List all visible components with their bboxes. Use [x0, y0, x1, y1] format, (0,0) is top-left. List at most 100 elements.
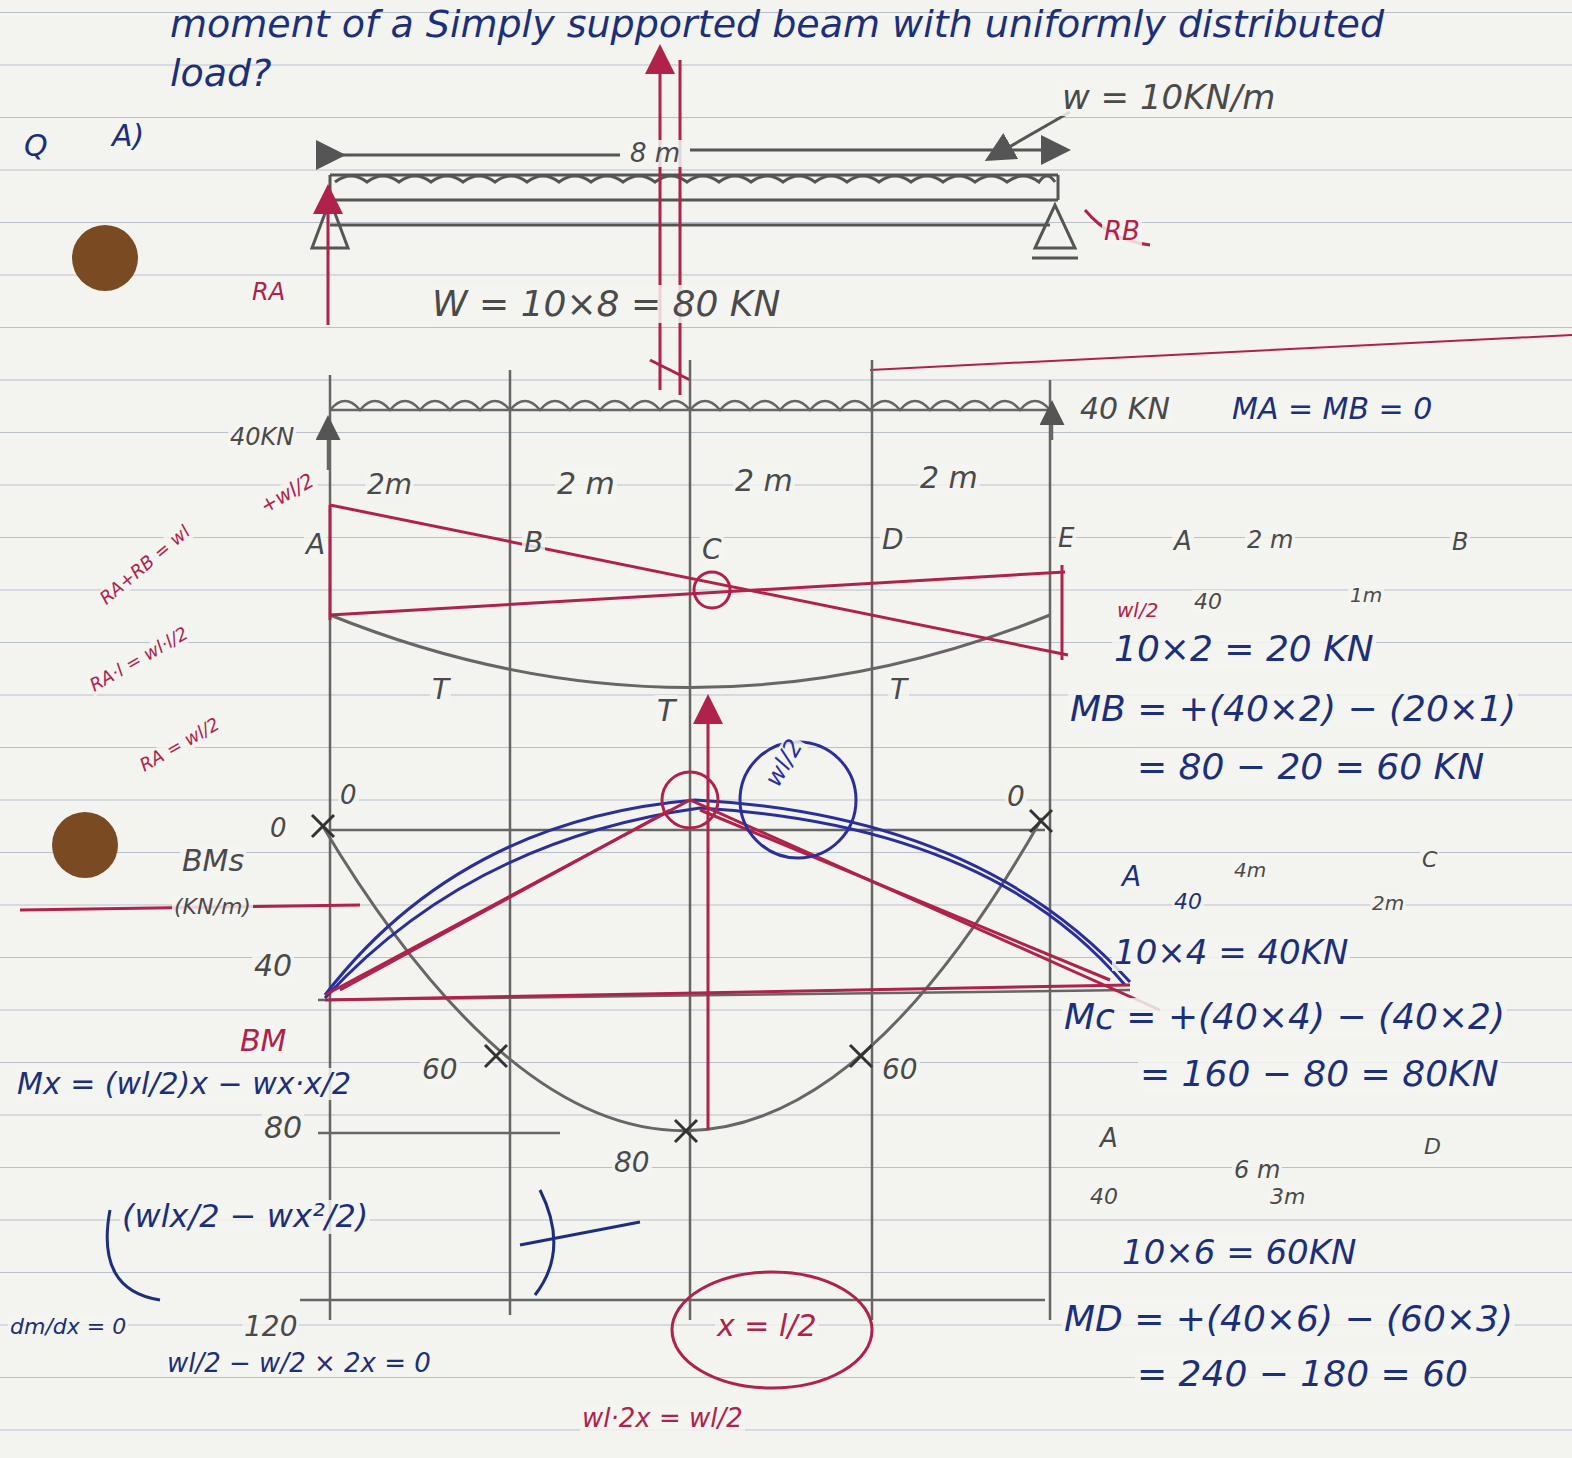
handwritten-note: 40: [1192, 590, 1224, 613]
handwritten-note: 10×6 = 60KN: [1120, 1235, 1358, 1271]
sketch-stroke: [327, 420, 330, 470]
sketch-stroke: [650, 360, 690, 380]
sketch-stroke: [689, 360, 692, 1320]
handwritten-note: 120: [242, 1312, 299, 1341]
sketch-stroke: [330, 401, 1050, 410]
span-dimension: 8 m: [628, 140, 682, 167]
handwritten-note: C: [1420, 848, 1439, 871]
handwritten-note: 80: [612, 1148, 652, 1177]
handwritten-note: C: [700, 535, 724, 564]
handwritten-note: Mc = +(40×4) − (40×2): [1062, 998, 1507, 1036]
handwritten-note: wl·2x = wl/2: [580, 1405, 745, 1432]
handwritten-note: wl/2 − w/2 × 2x = 0: [165, 1350, 433, 1377]
load-intensity: w = 10KN/m: [1060, 80, 1277, 116]
handwritten-note: 40: [1088, 1185, 1120, 1208]
sketch-stroke: [509, 370, 512, 1315]
bending-moment-diagram: [20, 700, 1160, 1388]
sketch-stroke: [1057, 175, 1060, 200]
sketch-stroke: [1049, 380, 1052, 1320]
handwritten-note: E: [1056, 525, 1076, 552]
handwritten-note: 1m: [1348, 585, 1384, 606]
handwritten-note: = 160 − 80 = 80KN: [1138, 1055, 1501, 1093]
sketch-stroke: [327, 190, 330, 325]
punch-hole: [52, 812, 118, 878]
handwritten-note: 0: [1005, 782, 1027, 811]
beam-sketch: [312, 112, 1078, 258]
sketch-stroke: [329, 505, 332, 620]
sketch-stroke: [662, 772, 718, 828]
sketch-stroke: [330, 572, 1065, 615]
handwritten-note: 60: [880, 1055, 920, 1084]
sketch-stroke: [1035, 205, 1075, 248]
handwritten-note: D: [1422, 1135, 1443, 1158]
handwritten-note: BMs: [180, 845, 246, 877]
handwritten-note: 40: [252, 950, 294, 982]
sketch-stroke: [312, 810, 1052, 1142]
handwritten-note: 0: [338, 782, 359, 809]
sketch-stroke: [325, 985, 1130, 1000]
handwritten-note: 2 m: [918, 462, 980, 494]
sketch-stroke: [871, 360, 874, 1320]
handwritten-note: = 240 − 180 = 60: [1135, 1355, 1470, 1393]
end-moment-note: MA = MB = 0: [1230, 393, 1434, 425]
handwritten-note: 2m: [365, 470, 414, 499]
grid-lines: [300, 360, 1130, 1320]
sketch-stroke: [659, 50, 662, 390]
handwritten-note: (wlx/2 − wx²/2): [120, 1200, 370, 1234]
sketch-stroke: [329, 375, 332, 1320]
sketch-stroke: [672, 1272, 872, 1388]
sketch-stroke: [318, 1132, 560, 1135]
sketch-stroke: [679, 60, 682, 395]
handwritten-note: T: [655, 695, 677, 727]
handwritten-note: BM: [238, 1025, 288, 1057]
handwritten-note: B: [1450, 530, 1470, 555]
reaction-value: 40KN: [228, 425, 296, 450]
sketch-stroke: [107, 1190, 640, 1300]
handwritten-note: 4m: [1232, 860, 1268, 881]
sketch-stroke: [330, 505, 1068, 655]
sketch-stroke: [312, 200, 348, 248]
handwritten-note: 2 m: [733, 465, 795, 497]
punch-hole: [72, 225, 138, 291]
sketch-stroke: [990, 112, 1070, 158]
sketch-stroke: [340, 154, 620, 157]
handwritten-note: T: [888, 675, 909, 704]
total-load: W = 10×8 = 80 KN: [430, 285, 782, 323]
handwritten-note: 10×4 = 40KN: [1112, 935, 1350, 971]
handwritten-note: 2 m: [1245, 528, 1295, 553]
shear-force-diagram: [330, 505, 1068, 688]
reaction-label: RB: [1102, 218, 1142, 245]
handwritten-note: 2m: [1370, 893, 1406, 914]
handwritten-note: T: [430, 675, 451, 704]
handwritten-note: MB = +(40×2) − (20×1): [1068, 690, 1518, 728]
sketch-stroke: [1061, 565, 1064, 660]
reaction-label: RA: [250, 280, 287, 305]
handwritten-note: wl/2: [1115, 600, 1160, 621]
handwritten-note: x = l/2: [715, 1310, 819, 1342]
handwritten-note: 0: [268, 815, 289, 842]
handwritten-note: 40: [1172, 890, 1204, 913]
handwritten-note: 60: [420, 1055, 460, 1084]
handwritten-note: A: [1120, 862, 1143, 891]
margin-note-line: [870, 335, 1572, 370]
handwritten-note: 2 m: [555, 468, 617, 500]
handwritten-note: B: [522, 528, 545, 557]
sketch-stroke: [325, 800, 1160, 1010]
handwritten-note: 80: [262, 1112, 304, 1144]
handwritten-note: Mx = (wl/2)x − wx·x/2: [15, 1068, 353, 1100]
handwritten-note: A: [1172, 528, 1194, 555]
handwritten-note: D: [880, 525, 906, 554]
sketch-stroke: [690, 149, 1065, 152]
handwritten-note: A: [1098, 1125, 1120, 1152]
reaction-arrows: [328, 50, 1150, 395]
sketch-stroke: [1085, 210, 1150, 245]
sketch-stroke: [1032, 257, 1078, 260]
sketch-stroke: [322, 818, 1042, 1131]
reaction-value: 40 KN: [1078, 393, 1172, 425]
handwritten-note: MD = +(40×6) − (60×3): [1062, 1300, 1515, 1338]
handwritten-note: dm/dx = 0: [8, 1315, 128, 1338]
handwritten-note: 3m: [1268, 1185, 1307, 1208]
sketch-stroke: [330, 224, 1050, 227]
sketch-stroke: [300, 1299, 1045, 1302]
